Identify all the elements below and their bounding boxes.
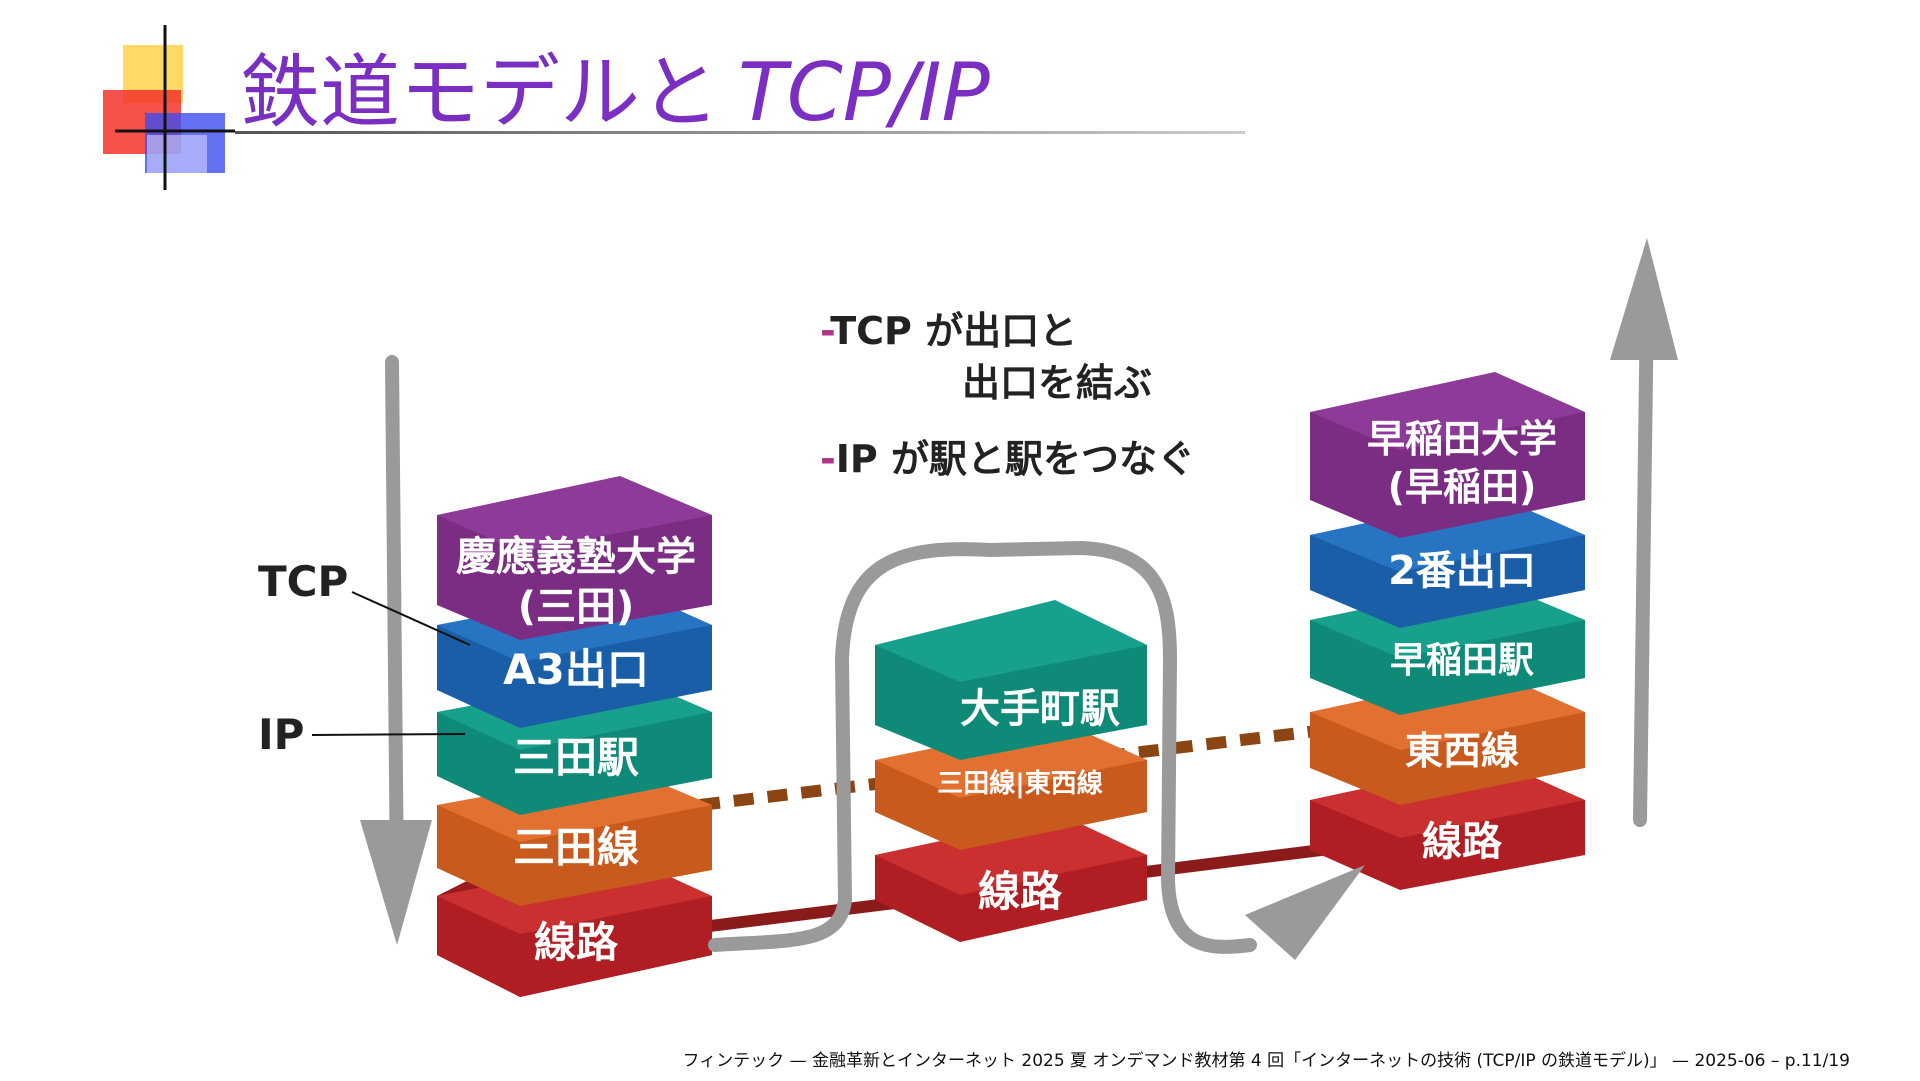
- left-university-sub-label: (三田): [518, 584, 635, 630]
- left-exit-label: A3出口: [503, 645, 649, 694]
- right-layer-university: [1310, 372, 1585, 538]
- right-exit-label: 2番出口: [1388, 548, 1536, 594]
- right-station-label: 早稲田駅: [1390, 640, 1534, 681]
- up-arrowhead-icon: [1610, 238, 1678, 360]
- tcp-side-label: TCP: [258, 557, 349, 606]
- slide-logo-decoration: [103, 25, 235, 190]
- loop-path: [708, 540, 1257, 954]
- left-layer-university: [437, 476, 712, 640]
- middle-line-label: 三田線|東西線: [937, 768, 1103, 799]
- right-line-label: 東西線: [1405, 729, 1519, 773]
- left-university-label: 慶應義塾大学: [456, 534, 696, 580]
- ip-side-label: IP: [258, 710, 305, 759]
- right-stack: [1310, 372, 1585, 890]
- down-arrow-shaft: [385, 355, 404, 887]
- dotted-ip-link: [699, 721, 1351, 811]
- title-underline: [235, 131, 1245, 134]
- right-layer-exit: [1310, 495, 1585, 628]
- right-rail-label: 線路: [1422, 819, 1503, 865]
- right-university-sub-label: (早稲田): [1388, 465, 1537, 509]
- left-rail-label: 線路: [534, 918, 619, 967]
- ip-leader-line: [311, 733, 466, 736]
- middle-layer-line: [875, 722, 1147, 850]
- middle-stack: [875, 600, 1147, 942]
- middle-layer-station: [875, 600, 1147, 760]
- middle-rail-label: 線路: [978, 867, 1063, 916]
- note-tcp-line1: -TCP が出口と: [820, 309, 1078, 353]
- up-arrow-shaft: [1633, 293, 1654, 827]
- note-ip-line: -IP が駅と駅をつなぐ: [820, 437, 1196, 481]
- slide-footer: フィンテック — 金融革新とインターネット 2025 夏 オンデマンド教材第 4…: [682, 1051, 1850, 1071]
- tcp-leader-line: [351, 591, 471, 646]
- left-line-label: 三田線: [513, 823, 639, 872]
- down-arrowhead-icon: [360, 820, 432, 945]
- right-university-label: 早稲田大学: [1367, 417, 1557, 461]
- note-tcp-line2: 出口を結ぶ: [962, 361, 1153, 405]
- left-station-label: 三田駅: [513, 733, 639, 782]
- right-arrowhead-icon: [1245, 865, 1365, 960]
- middle-station-label: 大手町駅: [960, 686, 1120, 732]
- page-title-jp: 鉄道モデルと: [240, 46, 720, 139]
- left-stack: [437, 476, 712, 997]
- data-flow-arrows: [385, 293, 1654, 954]
- page-title-en: TCP/IP: [738, 46, 990, 139]
- middle-layer-rail: [875, 815, 1147, 942]
